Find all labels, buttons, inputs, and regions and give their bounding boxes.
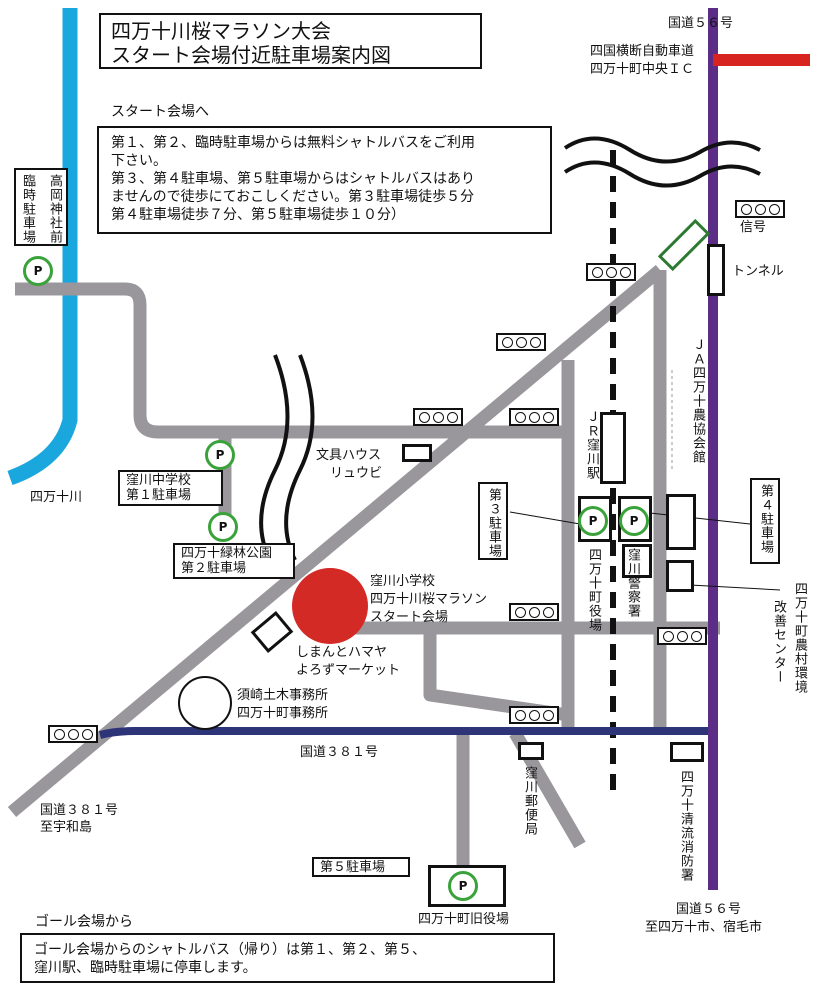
goal-note: ゴール会場からのシャトルバス（帰り）は第１、第２、第５、 窪川駅、臨時駐車場に停… <box>20 933 555 983</box>
shimanto-hamaya-shop <box>250 611 294 653</box>
ic-label: 四万十町中央ＩＣ <box>590 62 695 77</box>
traffic-signal-icon <box>509 603 559 621</box>
p4-sign: 第４駐車場 <box>750 478 780 564</box>
start-note-line: 第４駐車場徒歩７分、第５駐車場徒歩１０分） <box>111 207 405 223</box>
start-note-line: ませんので徒歩にておこしください。第３駐車場徒歩５分 <box>111 189 475 205</box>
police-building <box>622 544 652 578</box>
signal-label: 信号 <box>740 220 767 235</box>
river-label: 四万十川 <box>30 490 83 505</box>
post-label: 窪川郵便局 <box>522 766 537 836</box>
stationery-label-1: 文具ハウス <box>316 448 382 463</box>
street-branch <box>423 628 569 722</box>
traffic-signal-icon <box>509 408 559 426</box>
p4-label: 第４駐車場 <box>758 484 773 554</box>
title-line-2: スタート会場付近駐車場案内図 <box>111 43 391 67</box>
start-note-line: 第１、第２、臨時駐車場からは無料シャトルバスをご利用 <box>111 135 475 151</box>
leader-agri <box>689 584 781 591</box>
post-building <box>518 742 544 760</box>
start-venue-label-1: 窪川小学校 <box>370 574 436 589</box>
route56-bottom-dest: 至四万十市、宿毛市 <box>645 920 763 935</box>
p5-sign: 第５駐車場 <box>312 857 410 877</box>
p3-sign: 第３駐車場 <box>478 482 508 560</box>
parking-icon-p1[interactable]: P <box>205 440 235 470</box>
parking-icon-p4[interactable]: P <box>619 506 649 536</box>
police-label: 窪川警察署 <box>625 548 640 618</box>
fire-station-label: 四万十清流消防署 <box>678 770 693 882</box>
susaki-label-1: 須崎土木事務所 <box>237 688 329 703</box>
stationery-label-2: リュウビ <box>330 466 383 481</box>
start-note: 第１、第２、臨時駐車場からは無料シャトルバスをご利用 下さい。 第３、第４駐車場… <box>97 126 552 234</box>
parking-icon-p3[interactable]: P <box>578 506 608 536</box>
shop-label-2: よろずマーケット <box>296 663 401 678</box>
traffic-signal-icon <box>496 333 546 351</box>
traffic-signal-icon <box>413 408 463 426</box>
agri-center-building <box>666 560 694 592</box>
p1-label: 第１駐車場 <box>126 488 192 503</box>
expressway-label: 四国横断自動車道 <box>590 44 695 59</box>
agri-label-2: 改善センター <box>771 600 786 684</box>
ja-building <box>666 494 696 550</box>
street-main-diagonal <box>7 265 665 817</box>
temp-parking-label: 臨時駐車場 <box>20 174 35 244</box>
p1-sign: 窪川中学校 第１駐車場 <box>118 470 223 506</box>
old-office-label: 四万十町旧役場 <box>418 912 510 927</box>
tunnel-icon <box>707 244 725 296</box>
parking-icon-temp[interactable]: P <box>23 256 53 286</box>
start-venue-label-3: スタート会場 <box>370 610 449 625</box>
p2-sub-label: 四万十緑林公園 <box>181 546 273 561</box>
cut-line-2 <box>284 354 315 561</box>
ja-label: ＪＡ四万十農協会館 <box>690 338 705 464</box>
station-label: ＪＲ窪川駅 <box>584 410 599 480</box>
tunnel-label: トンネル <box>732 264 784 279</box>
town-hall-label: 四万十町役場 <box>586 548 601 632</box>
parking-icon-p5[interactable]: P <box>448 871 478 901</box>
traffic-signal-icon <box>48 725 98 743</box>
temp-parking-sub: 高岡神社前 <box>47 174 62 244</box>
route381-road <box>98 727 712 739</box>
tunnel-entrance <box>657 218 711 272</box>
start-note-line: 下さい。 <box>111 153 167 169</box>
leader-p3 <box>509 511 581 525</box>
agri-label-1: 四万十町農村環境 <box>792 582 807 694</box>
goal-note-heading: ゴール会場から <box>35 914 133 930</box>
route56-bottom-label: 国道５６号 <box>676 902 742 917</box>
route381-sw-dest: 至宇和島 <box>40 820 93 835</box>
start-note-heading: スタート会場へ <box>111 104 209 120</box>
traffic-signal-icon <box>735 200 785 218</box>
traffic-signal-icon <box>657 627 707 645</box>
start-venue-label-2: 四万十川桜マラソン <box>370 592 488 607</box>
title-line-1: 四万十川桜マラソン大会 <box>111 19 331 43</box>
susaki-office-marker <box>178 676 232 730</box>
traffic-signal-icon <box>509 706 559 724</box>
map-title: 四万十川桜マラソン大会 スタート会場付近駐車場案内図 <box>99 13 482 69</box>
traffic-signal-icon <box>586 263 636 281</box>
p5-label: 第５駐車場 <box>320 860 386 875</box>
susaki-label-2: 四万十町事務所 <box>237 706 329 721</box>
route381-sw-label: 国道３８１号 <box>40 803 119 818</box>
p2-label: 第２駐車場 <box>181 561 247 576</box>
start-note-line: 第３、第４駐車場、第５駐車場からはシャトルバスはあり <box>111 171 475 187</box>
station-building <box>600 412 626 484</box>
goal-note-line: 窪川駅、臨時駐車場に停車します。 <box>34 960 257 976</box>
start-venue-marker <box>292 568 368 644</box>
p3-label: 第３駐車場 <box>486 488 501 558</box>
expressway-cut-1 <box>563 136 761 164</box>
route56-top-label: 国道５６号 <box>668 16 734 31</box>
street-nw <box>15 282 570 439</box>
p1-sub-label: 窪川中学校 <box>126 473 192 488</box>
stationery-shop <box>402 444 432 462</box>
cut-line-1 <box>259 354 290 561</box>
shop-label-1: しまんとハマヤ <box>296 645 388 660</box>
fire-station-building <box>670 742 704 762</box>
parking-icon-p2[interactable]: P <box>208 512 238 542</box>
route381-label: 国道３８１号 <box>300 745 379 760</box>
p2-sign: 四万十緑林公園 第２駐車場 <box>173 543 295 579</box>
goal-note-line: ゴール会場からのシャトルバス（帰り）は第１、第２、第５、 <box>34 942 426 958</box>
expressway-cut-2 <box>563 160 761 188</box>
temp-parking-sign: 高岡神社前 臨時駐車場 <box>14 168 68 246</box>
shimanto-river <box>7 8 78 486</box>
